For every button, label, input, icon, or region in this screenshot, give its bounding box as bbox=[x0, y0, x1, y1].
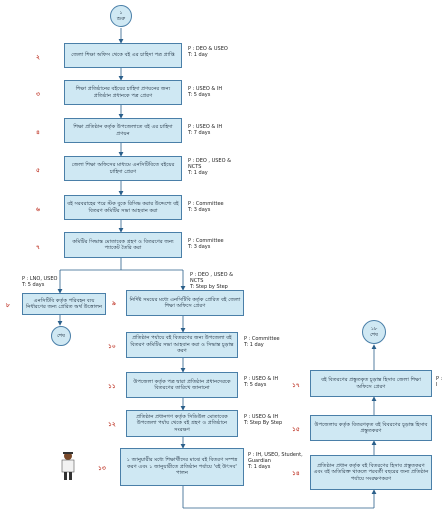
step-11-note: P : USEO & IH T: 5 days bbox=[244, 376, 279, 388]
step-5-note: P : DEO , USEO & NCTS T: 1 day bbox=[188, 158, 232, 176]
end-right-node: ১৮ শেষ bbox=[362, 320, 386, 344]
step-7-box: কমিটির সিদ্ধান্ত মোতাবেক গ্রহণ ও বিতরণের… bbox=[64, 232, 182, 258]
student-figure-icon bbox=[58, 450, 78, 482]
step-17-text: বই বিতরণের প্রস্তুতকৃত চূড়ান্ত হিসাব জে… bbox=[321, 377, 421, 390]
step-7-note: P : Committee T: 3 days bbox=[188, 238, 224, 250]
step-17-number: ১৭ bbox=[292, 382, 300, 389]
step-2-text: জেলা শিক্ষা অফিস থেকে বই এর চাহিদা পত্র … bbox=[71, 52, 175, 59]
step-5-box: জেলা শিক্ষা অফিসের মাধ্যমে এনসিটিবিতে বই… bbox=[64, 156, 182, 181]
step-14-box: প্রতিষ্ঠান প্রধান কর্তৃক বই বিতরণের হিসা… bbox=[310, 455, 432, 490]
step-8-text: এনসিটিবি কর্তৃক পরিবহন ব্যয় নির্ধারণের … bbox=[25, 297, 103, 310]
step-10-number: ১০ bbox=[108, 343, 116, 350]
step-15-text: উপজেলায় কর্তৃক বিতরণকৃত বই বিবরণের চূড়… bbox=[314, 421, 428, 434]
start-node-num: ১ bbox=[119, 10, 123, 16]
step-3-box: শিক্ষা প্রতিষ্ঠানের বইয়ের চাহিদা প্রণয়… bbox=[64, 80, 182, 105]
step-8-note: P : LNO, USEO T: 5 days bbox=[22, 276, 58, 288]
start-node: ১ শুরু bbox=[110, 5, 132, 27]
step-8-box: এনসিটিবি কর্তৃক পরিবহন ব্যয় নির্ধারণের … bbox=[22, 293, 106, 315]
step-11-text: উপজেলা কর্তৃক পত্র দ্বারা প্রতিষ্ঠান প্র… bbox=[133, 378, 231, 391]
step-13-text: ১ জানুয়ারীর মধ্যে শিক্ষার্থীদের মাঝে বই… bbox=[126, 457, 238, 477]
step-6-box: বই সরবরাহের পরে স্টক বুকে রিসিভ করার উদ্… bbox=[64, 195, 182, 220]
step-7-number: ৭ bbox=[36, 244, 40, 251]
step-12-text: প্রতিষ্ঠান প্রধানগণ কর্তৃক সিডিউল মোতাবে… bbox=[136, 413, 228, 433]
step-3-number: ৩ bbox=[36, 91, 40, 98]
step-11-box: উপজেলা কর্তৃক পত্র দ্বারা প্রতিষ্ঠান প্র… bbox=[126, 372, 238, 398]
end-right-label: শেষ bbox=[370, 332, 378, 338]
step-9-note: P : DEO , USEO & NCTS T: Step by Step bbox=[190, 272, 234, 290]
step-5-number: ৫ bbox=[36, 167, 40, 174]
step-4-number: ৪ bbox=[36, 129, 40, 136]
step-15-number: ১৫ bbox=[292, 426, 300, 433]
step-17-box: বই বিতরণের প্রস্তুতকৃত চূড়ান্ত হিসাব জে… bbox=[310, 370, 432, 397]
step-10-text: প্রতিষ্ঠান পর্যায়ে বই বিতরণের জন্য উপজে… bbox=[130, 335, 234, 355]
step-9-number: ৯ bbox=[112, 300, 116, 307]
step-2-box: জেলা শিক্ষা অফিস থেকে বই এর চাহিদা পত্র … bbox=[64, 43, 182, 68]
step-5-text: জেলা শিক্ষা অফিসের মাধ্যমে এনসিটিবিতে বই… bbox=[71, 162, 175, 175]
step-7-text: কমিটির সিদ্ধান্ত মোতাবেক গ্রহণ ও বিতরণের… bbox=[72, 238, 174, 251]
step-13-box: ১ জানুয়ারীর মধ্যে শিক্ষার্থীদের মাঝে বই… bbox=[120, 448, 244, 486]
step-4-box: শিক্ষা প্রতিষ্ঠান কর্তৃক উপজেলাতে বই এর … bbox=[64, 118, 182, 143]
end-left-node: শেষ bbox=[51, 326, 71, 346]
start-node-label: শুরু bbox=[116, 16, 126, 22]
step-10-note: P : Committee T: 1 day bbox=[244, 336, 280, 348]
step-6-text: বই সরবরাহের পরে স্টক বুকে রিসিভ করার উদ্… bbox=[67, 201, 179, 214]
step-6-note: P : Committee T: 3 days bbox=[188, 201, 224, 213]
step-2-note: P : DEO & USEO T: 1 day bbox=[188, 46, 228, 58]
step-12-box: প্রতিষ্ঠান প্রধানগণ কর্তৃক সিডিউল মোতাবে… bbox=[126, 410, 238, 437]
end-left-label: শেষ bbox=[57, 333, 65, 339]
step-14-text: প্রতিষ্ঠান প্রধান কর্তৃক বই বিতরণের হিসা… bbox=[313, 462, 429, 482]
step-12-note: P : USEO & IH T: Step By Step bbox=[244, 414, 283, 426]
step-12-number: ১২ bbox=[108, 421, 116, 428]
step-13-number: ১৩ bbox=[98, 465, 106, 472]
step-9-box: নির্দিষ্ট সময়ের মধ্যে এনসিটিবি কর্তৃক প… bbox=[126, 290, 244, 316]
end-right-num: ১৮ bbox=[370, 326, 378, 332]
step-4-text: শিক্ষা প্রতিষ্ঠান কর্তৃক উপজেলাতে বই এর … bbox=[73, 124, 173, 137]
step-4-note: P : USEO & IH T: 7 days bbox=[188, 124, 223, 136]
step-9-text: নির্দিষ্ট সময়ের মধ্যে এনসিটিবি কর্তৃক প… bbox=[129, 296, 241, 309]
step-2-number: ২ bbox=[36, 54, 40, 61]
step-14-number: ১৪ bbox=[292, 470, 300, 477]
step-10-box: প্রতিষ্ঠান পর্যায়ে বই বিতরণের জন্য উপজে… bbox=[126, 332, 238, 358]
step-8-number: ৮ bbox=[6, 302, 10, 309]
step-3-note: P : USEO & IH T: 5 days bbox=[188, 86, 223, 98]
step-13-note: P : IH, USEO, Student, Guardian T: 1 day… bbox=[248, 452, 303, 470]
step-3-text: শিক্ষা প্রতিষ্ঠানের বইয়ের চাহিদা প্রণয়… bbox=[75, 86, 171, 99]
step-11-number: ১১ bbox=[108, 383, 116, 390]
step-6-number: ৬ bbox=[36, 206, 40, 213]
step-15-box: উপজেলায় কর্তৃক বিতরণকৃত বই বিবরণের চূড়… bbox=[310, 415, 432, 441]
step-17-note: P : I bbox=[436, 376, 443, 388]
